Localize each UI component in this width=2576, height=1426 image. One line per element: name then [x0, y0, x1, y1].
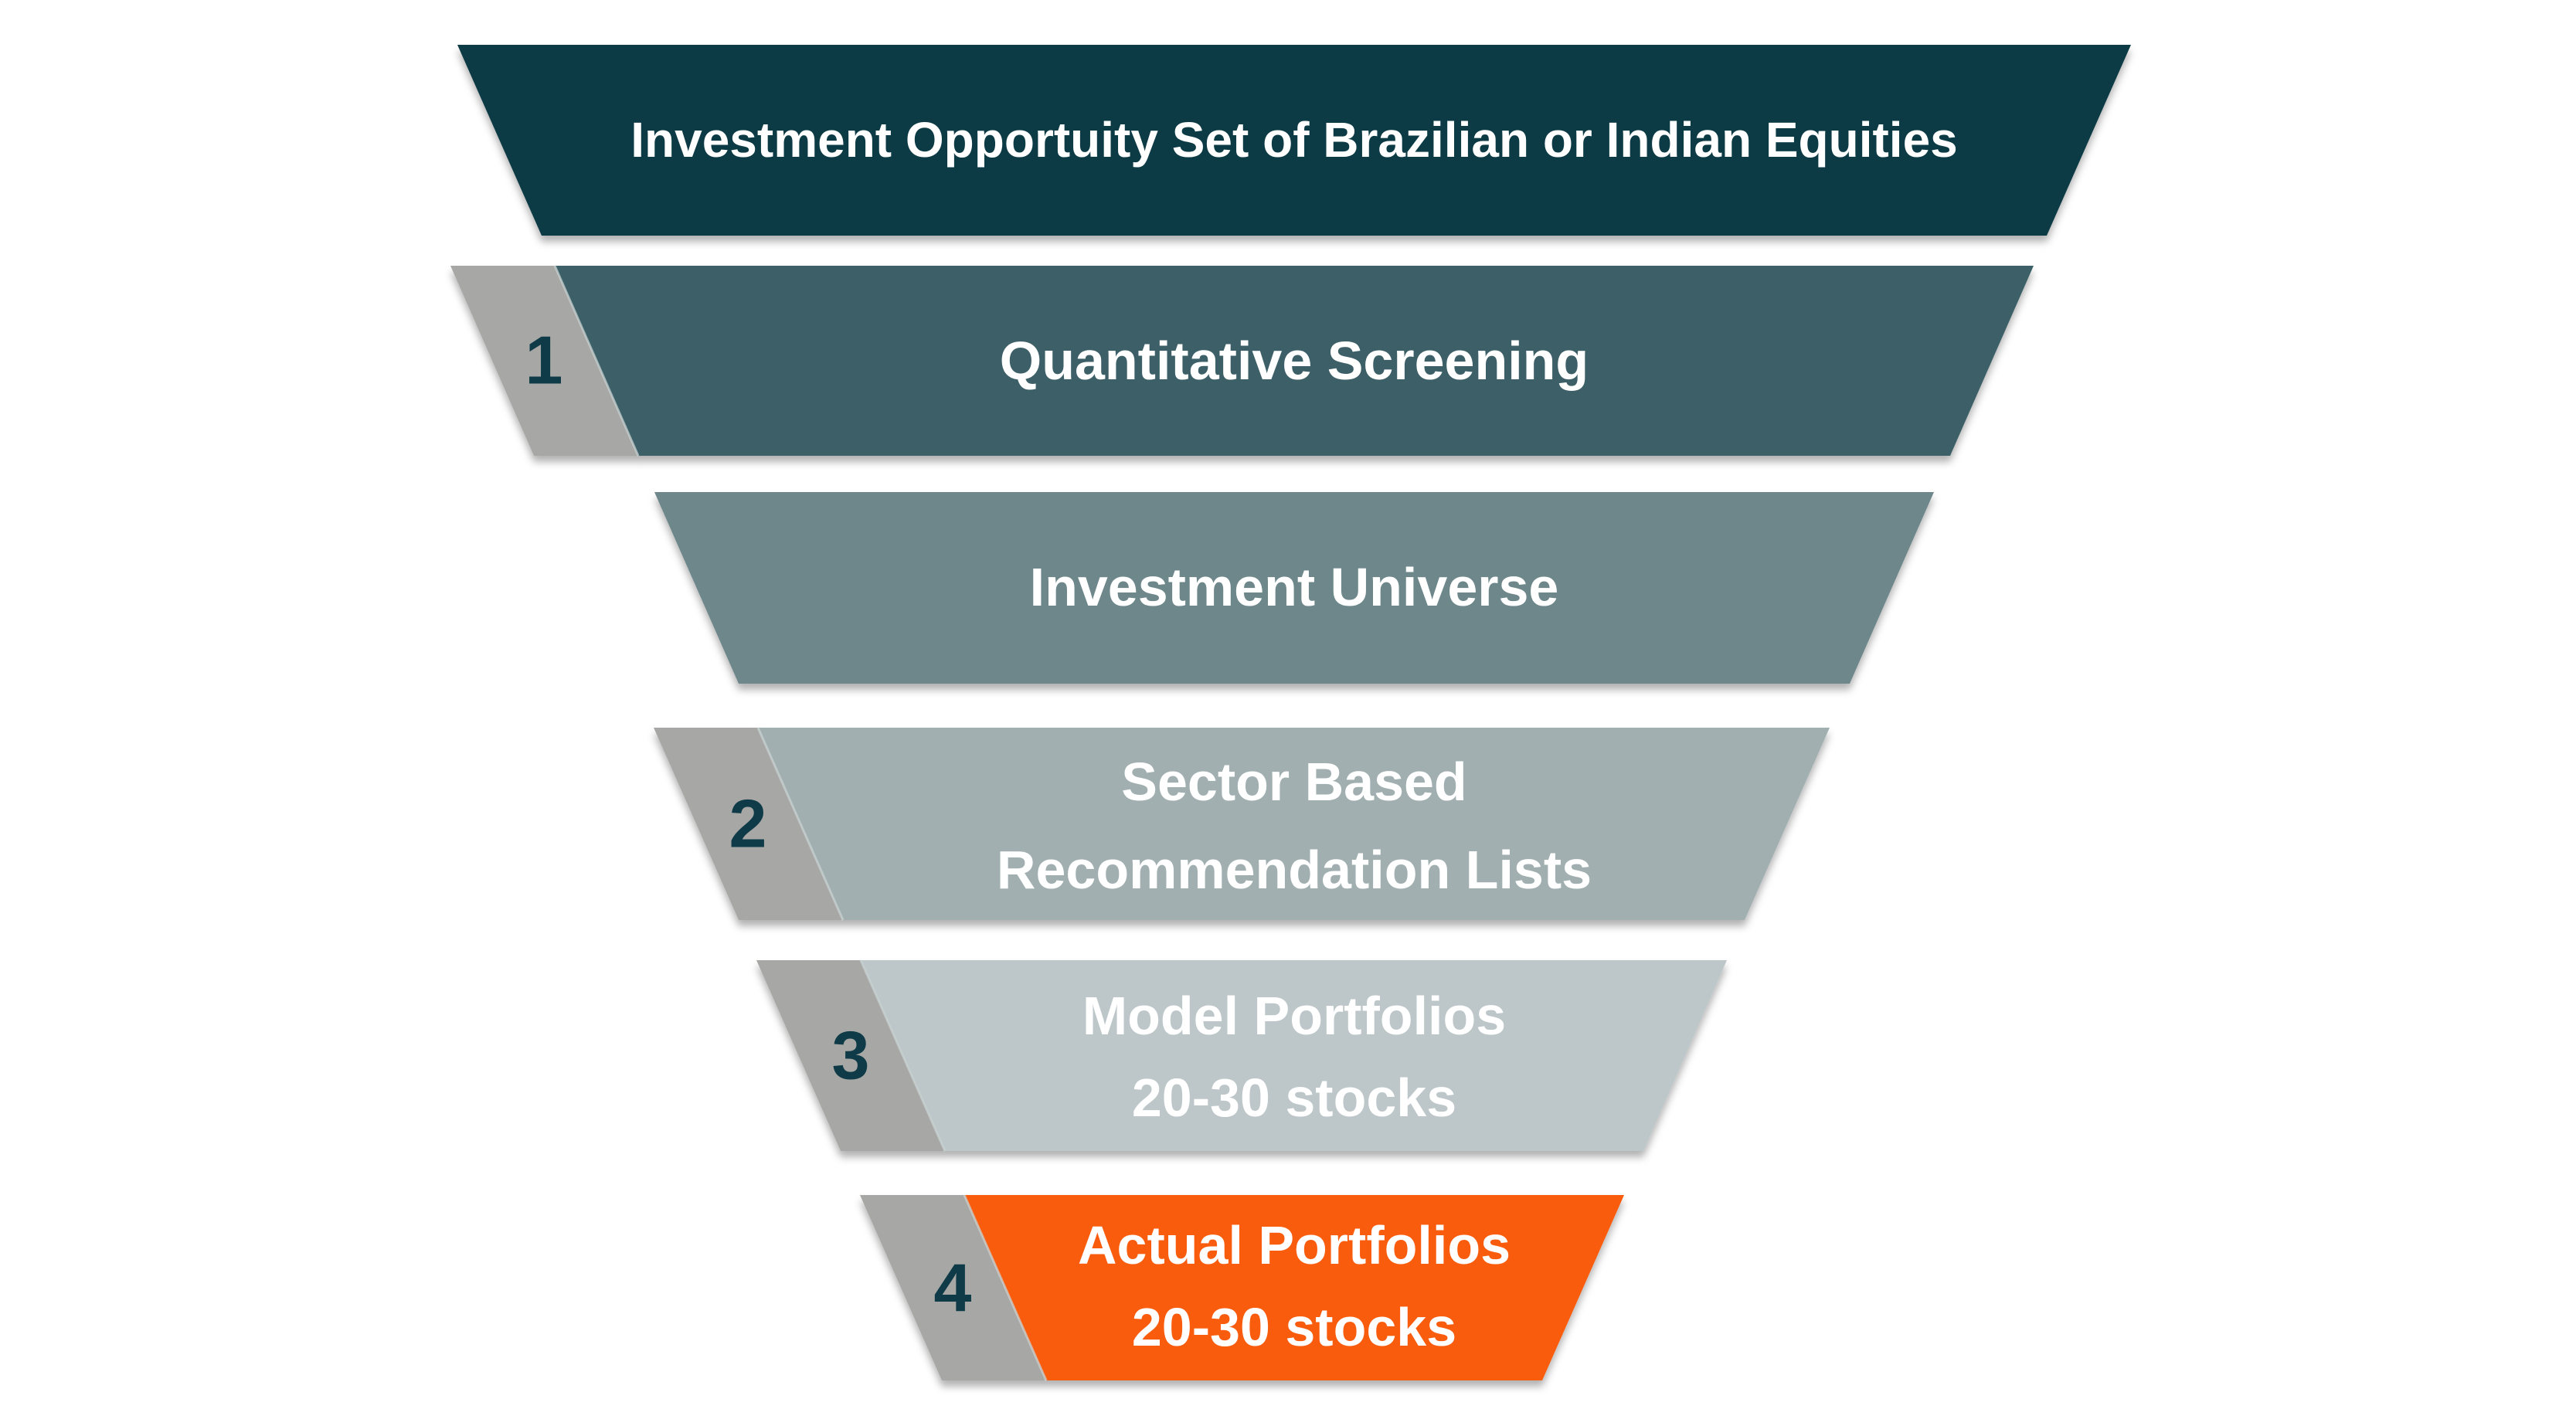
- band-investment-universe-shape: [654, 492, 1934, 684]
- band-opportunity-set-shape: [457, 45, 2131, 236]
- tab-3-seam: [859, 959, 946, 1152]
- band-sector-based-recommendation-lists-shape: [758, 728, 1830, 920]
- step-number-4: 4: [934, 1250, 972, 1326]
- tab-4-seam: [963, 1194, 1048, 1381]
- band-quantitative-screening-shape: [555, 266, 2034, 456]
- band-model-portfolios-label-line2: 20-30 stocks: [1132, 1068, 1456, 1128]
- band-model-portfolios-label-line1: Model Portfolios: [1082, 986, 1506, 1046]
- band-quantitative-screening: [450, 265, 2034, 457]
- band-actual-portfolios: [860, 1194, 1624, 1381]
- step-tab-2: [654, 728, 843, 920]
- band-actual-portfolios-shape: [964, 1195, 1624, 1380]
- tab-2-seam: [756, 727, 845, 921]
- step-number-3: 3: [832, 1017, 870, 1094]
- band-opportunity-set: [457, 45, 2131, 236]
- band-sector-based-recommendation-lists: [654, 727, 1830, 921]
- band-model-portfolios: [756, 959, 1727, 1152]
- band-sector-based-label-line1: Sector Based: [1121, 752, 1466, 812]
- step-tab-3: [756, 960, 945, 1151]
- band-investment-universe: [654, 492, 1934, 684]
- step-tab-1: [450, 266, 638, 456]
- band-model-portfolios-shape: [861, 960, 1727, 1151]
- band-opportunity-set-label: Investment Opportuity Set of Brazilian o…: [630, 112, 1958, 168]
- band-investment-universe-label: Investment Universe: [1030, 557, 1559, 617]
- band-actual-portfolios-label-line2: 20-30 stocks: [1132, 1297, 1456, 1357]
- band-actual-portfolios-label-line1: Actual Portfolios: [1078, 1215, 1511, 1275]
- band-quantitative-screening-label: Quantitative Screening: [1000, 331, 1589, 391]
- band-sector-based-label-line2: Recommendation Lists: [997, 840, 1592, 900]
- step-number-1: 1: [525, 322, 563, 399]
- step-number-2: 2: [729, 786, 767, 862]
- step-tab-4: [860, 1195, 1046, 1380]
- tab-1-seam: [553, 265, 640, 457]
